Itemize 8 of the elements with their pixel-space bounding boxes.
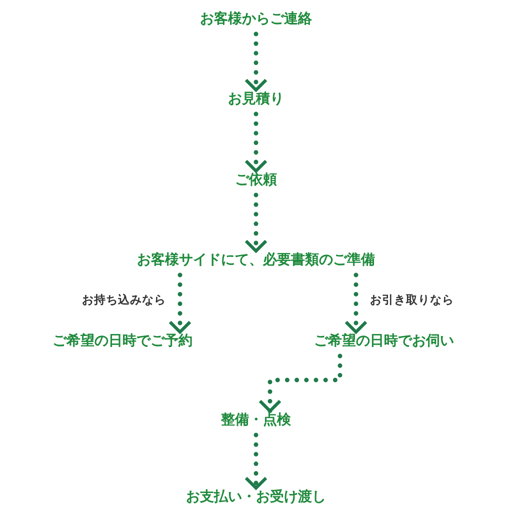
step-title: ご希望の日時でお伺い xyxy=(314,332,454,350)
step-title: ご希望の日時でご予約 xyxy=(52,332,192,350)
step-title: 整備・点検 xyxy=(221,411,291,429)
step-title: お支払い・お受け渡し xyxy=(186,488,326,506)
step-title: お客様からご連絡 xyxy=(200,10,312,28)
step-title: ご依頼 xyxy=(235,171,277,189)
step-title: お客様サイドにて、必要書類のご準備 xyxy=(137,251,375,269)
step-title: お見積り xyxy=(228,90,284,108)
